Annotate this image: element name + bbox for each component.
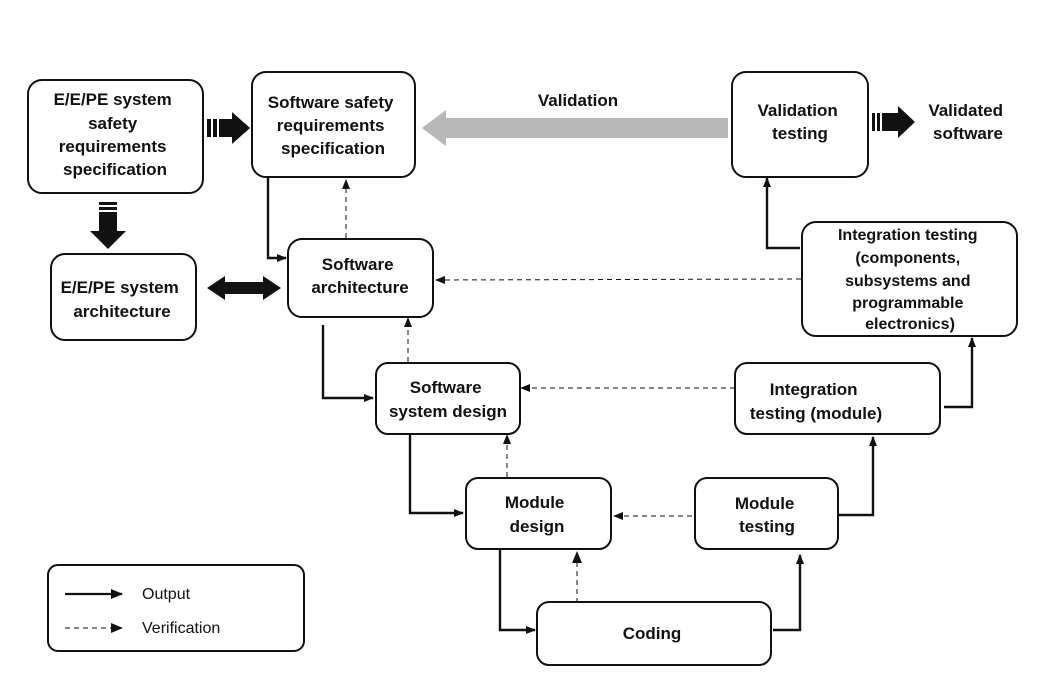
architecture-exchange-arrow: [207, 276, 281, 300]
validation-arrow: [422, 110, 728, 146]
svg-text:Validation testing: Validation testing: [757, 101, 842, 143]
node-sw-system-design: Software system design: [375, 362, 521, 435]
verification-connectors: [342, 179, 802, 603]
node-integration-testing-module: Integration testing (module): [734, 362, 941, 435]
spec-to-architecture-arrow: [90, 202, 126, 249]
svg-text:Module testing: Module testing: [735, 494, 799, 536]
node-sw-arch: Software architecture: [287, 238, 434, 318]
validation-label: Validation: [538, 91, 618, 110]
svg-text:Integration testing (com: Integration testing (components, subsyst…: [838, 227, 982, 333]
node-module-testing: Module testing: [694, 477, 839, 550]
node-integration-testing-components: Integration testing (components, subsyst…: [801, 221, 1018, 337]
node-validation-testing: Validation testing: [731, 71, 869, 178]
svg-text:E/E/PE system architectu: E/E/PE system architecture: [61, 278, 184, 321]
node-module-design: Module design: [465, 477, 612, 550]
legend: Output Verification: [47, 564, 305, 652]
svg-text:Validated software: Validated software: [928, 101, 1007, 143]
node-ee-spec: E/E/PE system safety requirements specif…: [27, 79, 204, 194]
svg-text:Coding: Coding: [623, 624, 682, 643]
legend-output-label: Output: [142, 586, 191, 603]
node-coding: Coding: [536, 601, 772, 666]
svg-text:E/E/PE system safety: E/E/PE system safety requirements specif…: [54, 90, 177, 179]
node-ee-arch: E/E/PE system architecture: [50, 253, 197, 341]
node-validated-software: Validated software: [928, 101, 1007, 143]
svg-text:Integration testing (mod: Integration testing (module): [750, 380, 882, 423]
output-connectors: [266, 177, 976, 634]
svg-text:Module design: Module design: [505, 493, 569, 536]
svg-text:Software safety requirem: Software safety requirements specificati…: [268, 93, 398, 158]
node-sw-safety-spec: Software safety requirements specificati…: [251, 71, 416, 178]
svg-text:Software system design: Software system design: [389, 378, 507, 421]
svg-text:Software architecture: Software architecture: [311, 255, 408, 297]
spec-to-software-spec-arrow: [207, 112, 250, 144]
legend-verification-label: Verification: [142, 620, 220, 637]
validated-output-arrow: [872, 106, 915, 138]
